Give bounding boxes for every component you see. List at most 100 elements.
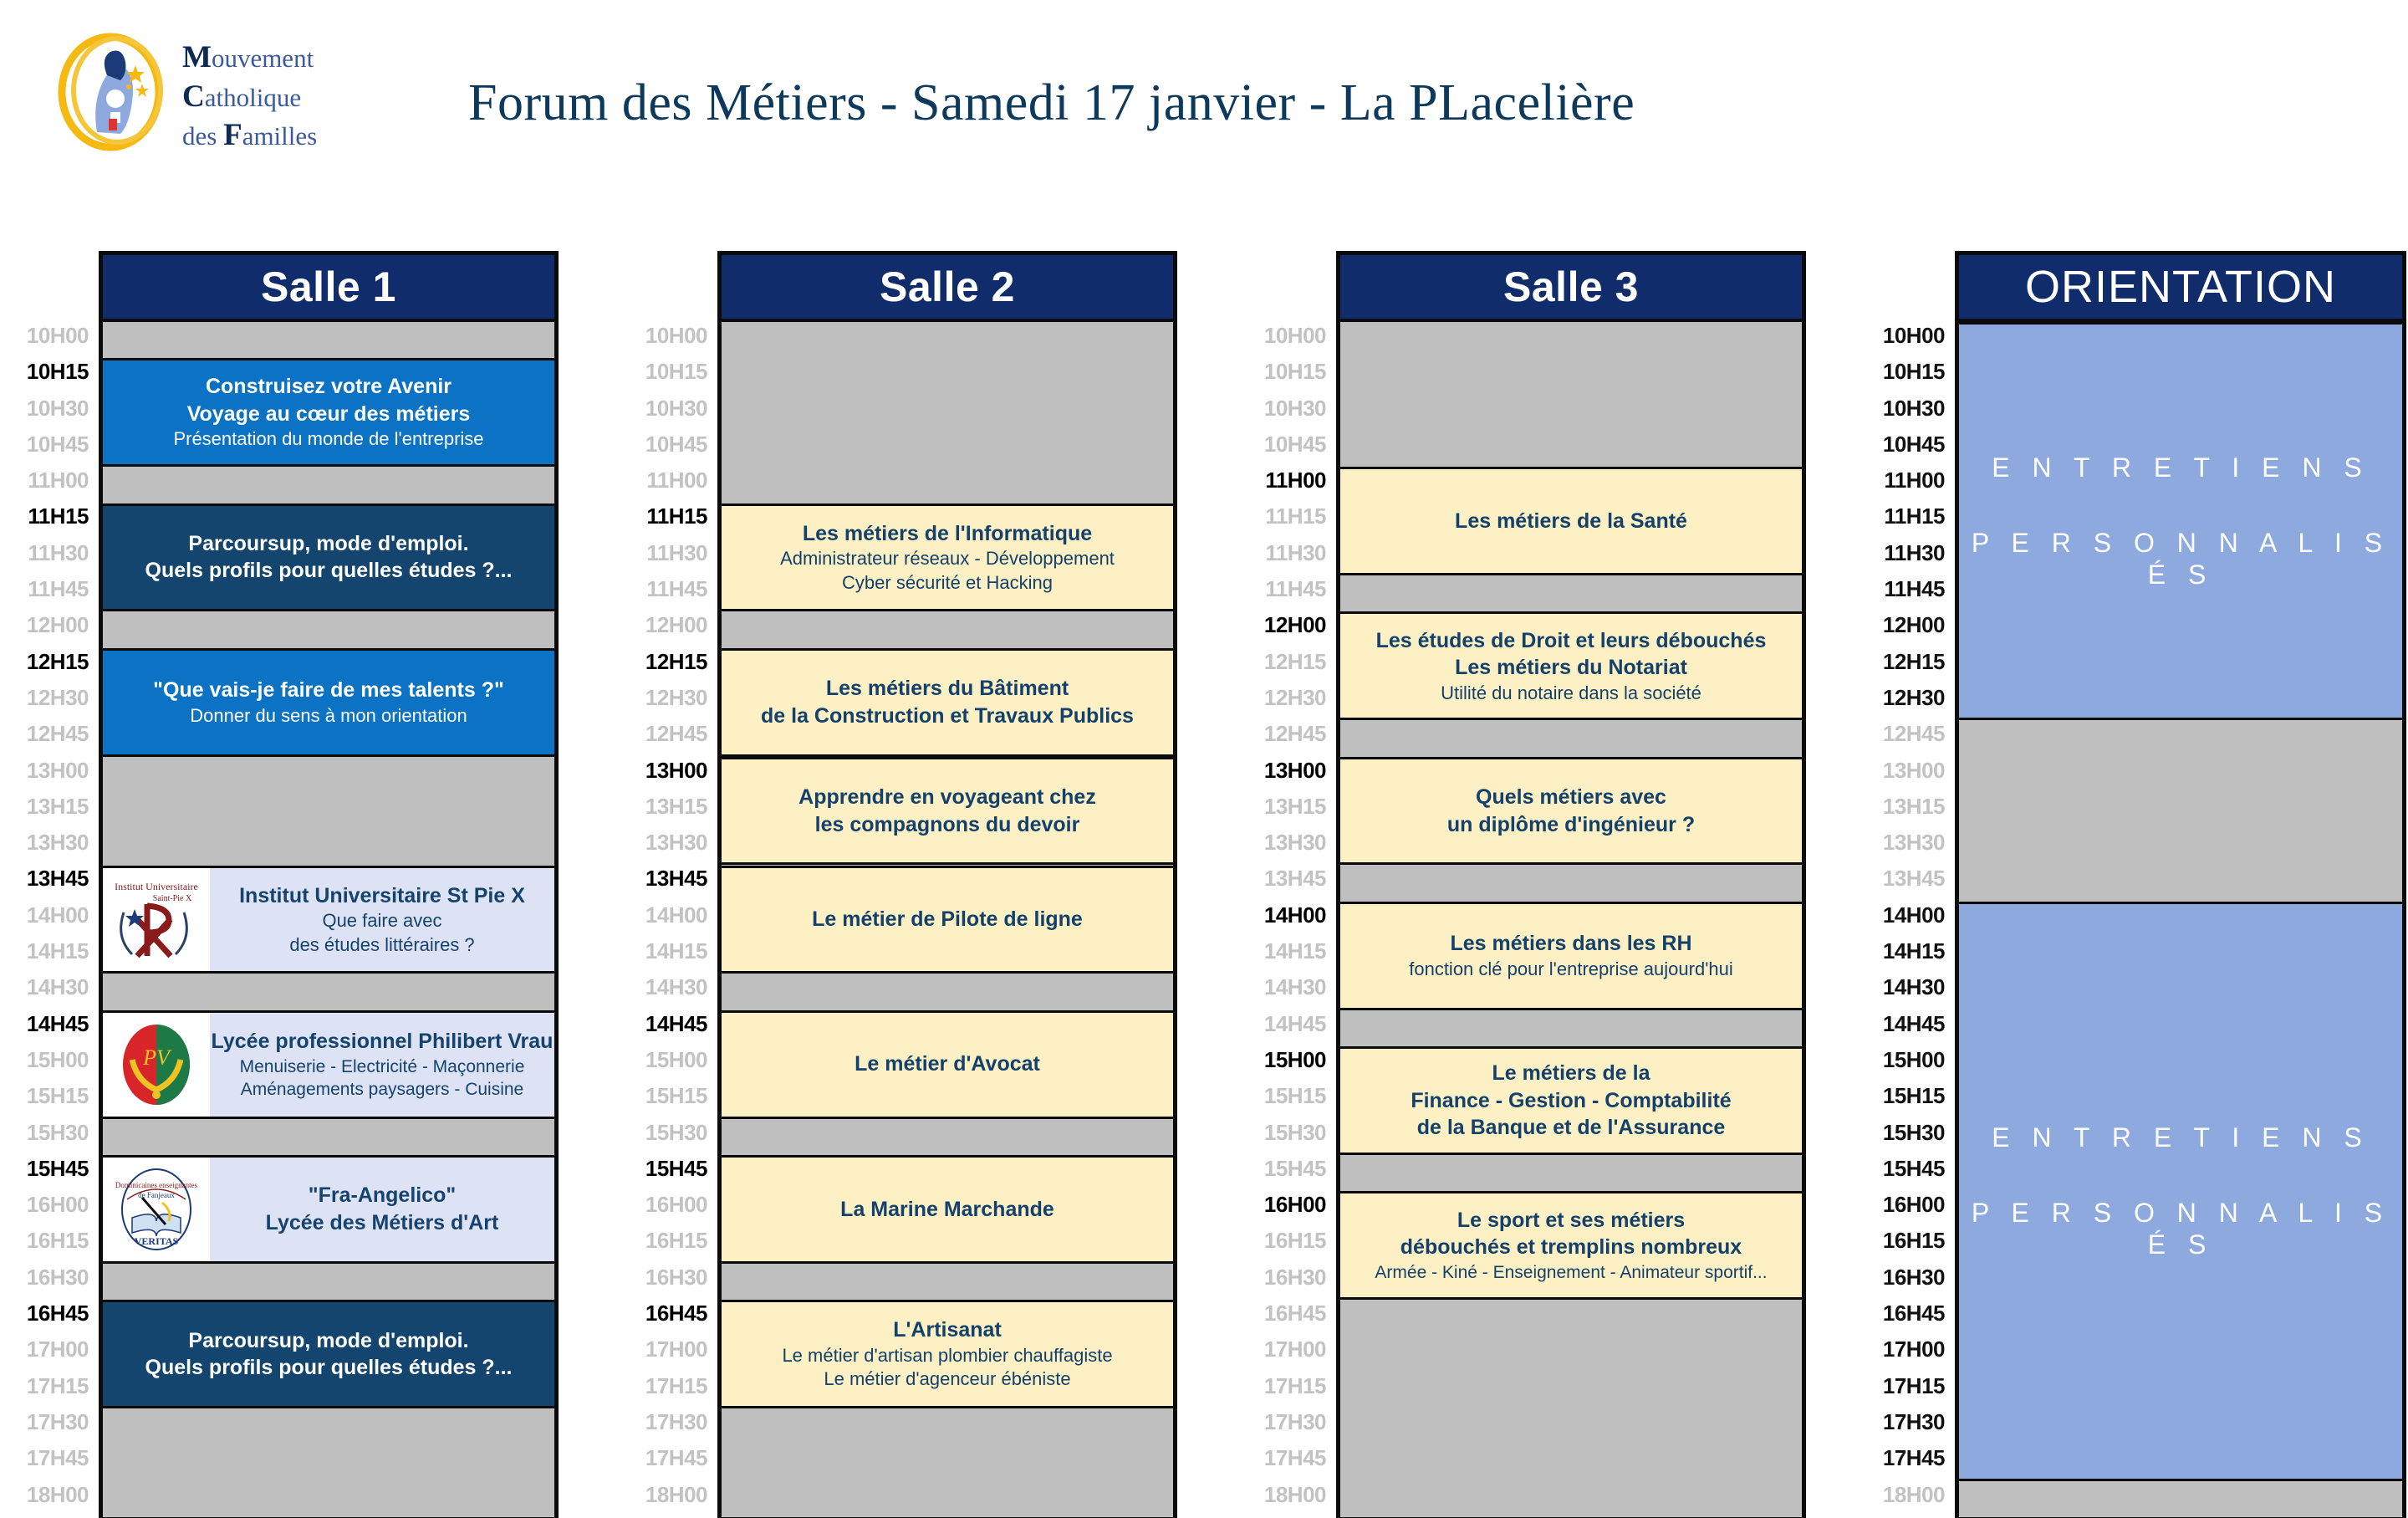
time-label: 14H45 bbox=[26, 1010, 89, 1036]
session-line: P E R S O N N A L I S É S bbox=[1971, 527, 2390, 590]
time-label: 10H15 bbox=[1882, 359, 1946, 385]
time-label: 12H45 bbox=[1882, 721, 1946, 747]
empty-slot bbox=[103, 1263, 554, 1301]
session-line: Lycée professionnel Philibert Vrau bbox=[211, 1030, 554, 1054]
session-block[interactable]: Parcoursup, mode d'emploi.Quels profils … bbox=[103, 503, 554, 612]
session-block[interactable]: E N T R E T I E N S P E R S O N N A L I S… bbox=[1959, 901, 2402, 1481]
time-label: 17H15 bbox=[26, 1372, 89, 1398]
time-label: 15H00 bbox=[1263, 1046, 1327, 1072]
time-label: 11H30 bbox=[28, 539, 89, 565]
time-label: 10H45 bbox=[26, 431, 89, 457]
session-block[interactable]: Le métier d'Avocat bbox=[722, 1009, 1173, 1119]
time-label: 16H30 bbox=[1882, 1264, 1946, 1290]
philibert-vrau-logo: PV bbox=[103, 1012, 210, 1117]
empty-slot bbox=[1959, 720, 2402, 902]
time-label: 13H15 bbox=[1263, 793, 1327, 819]
svg-text:PV: PV bbox=[142, 1045, 172, 1070]
time-label: 10H30 bbox=[26, 395, 89, 421]
svg-text:Dominicaines enseignantes: Dominicaines enseignantes bbox=[115, 1181, 198, 1189]
time-label: 17H30 bbox=[1263, 1408, 1327, 1434]
time-label: 14H15 bbox=[26, 938, 89, 964]
time-label: 13H15 bbox=[1882, 793, 1946, 819]
time-label: 15H30 bbox=[26, 1119, 89, 1145]
time-label: 13H00 bbox=[26, 757, 89, 783]
time-label: 12H45 bbox=[26, 721, 89, 747]
time-label: 17H30 bbox=[26, 1408, 89, 1434]
time-label: 14H15 bbox=[1263, 938, 1327, 964]
session-line: Les métiers du Notariat bbox=[1455, 656, 1687, 680]
time-label: 10H15 bbox=[26, 359, 89, 385]
time-label: 11H45 bbox=[1265, 576, 1326, 602]
session-block[interactable]: Les métiers de la Santé bbox=[1340, 467, 1802, 576]
column-header-salle-3: Salle 3 bbox=[1340, 255, 1802, 322]
session-line: E N T R E T I E N S bbox=[1992, 1122, 2370, 1153]
session-line: Quels profils pour quelles études ?... bbox=[145, 1356, 513, 1380]
session-line: Le métier d'artisan plombier chauffagist… bbox=[782, 1344, 1113, 1366]
session-block[interactable]: E N T R E T I E N S P E R S O N N A L I S… bbox=[1959, 322, 2402, 721]
time-label: 14H45 bbox=[645, 1010, 708, 1036]
time-label: 16H00 bbox=[645, 1192, 708, 1218]
empty-slot bbox=[1340, 865, 1802, 902]
time-label: 16H30 bbox=[645, 1264, 708, 1290]
session-block[interactable]: Dominicaines enseignantes de Fanjeaux VE… bbox=[103, 1154, 554, 1264]
time-label: 15H45 bbox=[26, 1155, 89, 1181]
session-line: Parcoursup, mode d'emploi. bbox=[188, 531, 469, 555]
time-label: 15H45 bbox=[1882, 1155, 1946, 1181]
session-line: fonction clé pour l'entreprise aujourd'h… bbox=[1409, 958, 1733, 979]
time-label: 15H15 bbox=[1882, 1083, 1946, 1109]
time-label: 14H15 bbox=[645, 938, 708, 964]
time-label: 16H45 bbox=[26, 1301, 89, 1326]
time-label: 13H00 bbox=[1263, 757, 1327, 783]
time-label: 15H15 bbox=[1263, 1083, 1327, 1109]
time-label: 12H45 bbox=[645, 721, 708, 747]
time-label: 11H15 bbox=[646, 503, 707, 529]
time-label: 14H30 bbox=[1882, 974, 1946, 1000]
time-label: 12H00 bbox=[645, 612, 708, 638]
time-label: 11H30 bbox=[646, 539, 707, 565]
time-label: 17H45 bbox=[1263, 1445, 1327, 1471]
time-label: 14H30 bbox=[645, 974, 708, 1000]
session-line: Que faire avec bbox=[322, 910, 442, 932]
time-label: 11H00 bbox=[1265, 468, 1326, 493]
session-line: Cyber sécurité et Hacking bbox=[842, 571, 1053, 593]
time-label: 10H00 bbox=[26, 323, 89, 348]
time-label: 11H00 bbox=[1884, 468, 1945, 493]
time-label: 12H30 bbox=[26, 684, 89, 710]
time-label: 12H30 bbox=[1882, 684, 1946, 710]
empty-slot bbox=[103, 974, 554, 1010]
session-block[interactable]: Institut Universitaire Saint-Pie X Insti… bbox=[103, 865, 554, 974]
time-label: 11H45 bbox=[646, 576, 707, 602]
session-block[interactable]: Parcoursup, mode d'emploi.Quels profils … bbox=[103, 1300, 554, 1408]
session-line: Les métiers de l'Informatique bbox=[802, 521, 1093, 545]
time-label: 13H45 bbox=[645, 866, 708, 892]
time-label: 11H30 bbox=[1265, 539, 1326, 565]
session-block[interactable]: La Marine Marchande bbox=[722, 1154, 1173, 1264]
time-label: 11H00 bbox=[646, 468, 707, 493]
time-label: 10H30 bbox=[645, 395, 708, 421]
time-label: 17H45 bbox=[26, 1445, 89, 1471]
time-label: 13H30 bbox=[26, 830, 89, 856]
empty-slot bbox=[722, 1408, 1173, 1517]
session-line: P E R S O N N A L I S É S bbox=[1971, 1198, 2390, 1260]
time-label: 13H30 bbox=[1263, 830, 1327, 856]
time-label: 13H15 bbox=[26, 793, 89, 819]
time-label: 12H15 bbox=[1263, 648, 1327, 674]
session-line: E N T R E T I E N S bbox=[1992, 452, 2370, 483]
empty-slot bbox=[1340, 1009, 1802, 1046]
time-label: 17H30 bbox=[645, 1408, 708, 1434]
session-block[interactable]: Le métier de Pilote de ligne bbox=[722, 865, 1173, 974]
session-block[interactable]: "Que vais-je faire de mes talents ?"Donn… bbox=[103, 647, 554, 757]
